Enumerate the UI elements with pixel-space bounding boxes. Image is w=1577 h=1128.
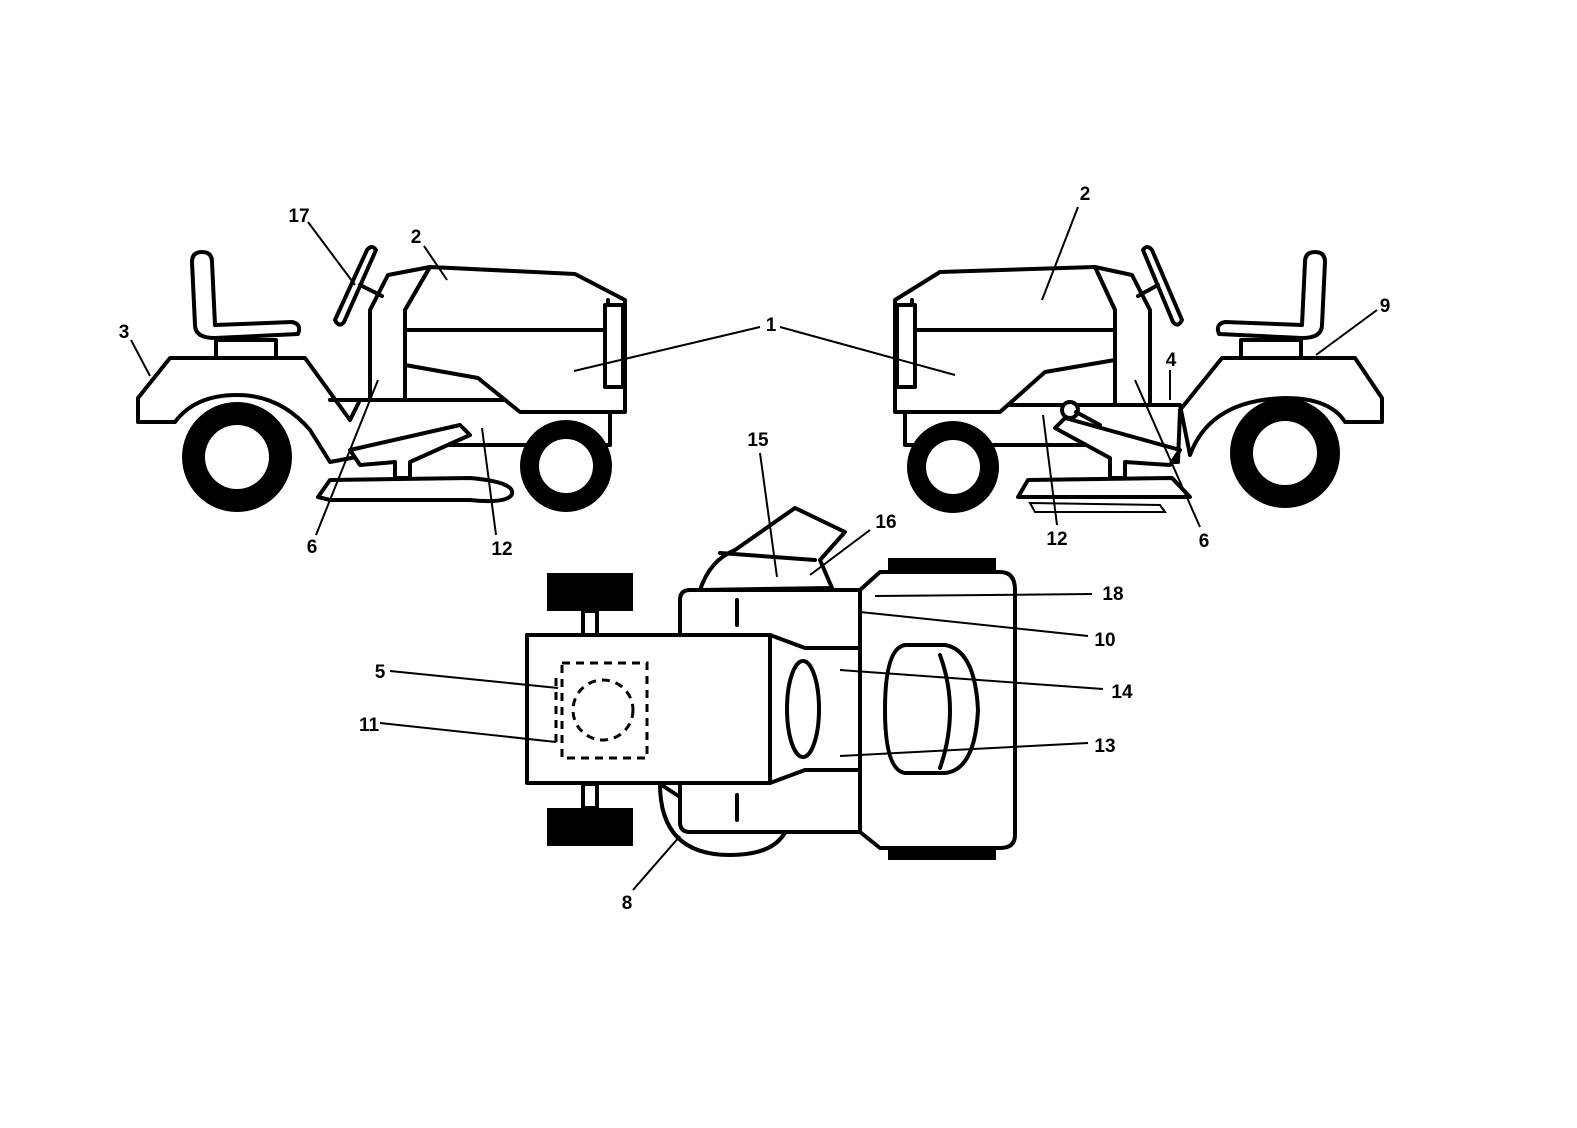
callout-14: 14 <box>1111 682 1133 703</box>
callout-13: 13 <box>1094 736 1115 757</box>
right-hood <box>893 265 1117 414</box>
callout-8: 8 <box>622 893 633 914</box>
callout-5: 5 <box>375 662 386 683</box>
leader-6-left <box>315 379 379 536</box>
tractor-right-side-view <box>893 245 1384 513</box>
leader-1-right <box>779 326 956 376</box>
top-front-axle-top <box>581 609 599 637</box>
left-hood <box>403 265 627 414</box>
left-seat <box>190 250 302 340</box>
callout-3: 3 <box>119 322 130 343</box>
callout-labels: 17 2 3 6 12 1 2 9 4 12 6 15 16 18 10 14 … <box>119 184 1391 914</box>
leader-18 <box>874 593 1093 597</box>
top-seat-curve <box>938 653 952 770</box>
callout-10: 10 <box>1094 630 1115 651</box>
top-front-wheel-bottom <box>547 808 633 846</box>
callout-9: 9 <box>1380 296 1391 317</box>
left-front-wheel-hub <box>539 439 593 493</box>
leader-2-left <box>423 245 448 281</box>
leader-6-right <box>1134 379 1201 528</box>
leader-16 <box>809 529 871 576</box>
callout-15: 15 <box>747 430 769 451</box>
right-seat-base <box>1239 338 1303 360</box>
leader-3 <box>130 339 151 377</box>
callout-6-left: 6 <box>307 537 318 558</box>
right-front-wheel-hub <box>926 440 980 494</box>
left-rear-wheel-hub <box>205 425 269 489</box>
left-seat-base <box>214 338 278 360</box>
tractor-top-view <box>525 506 1017 860</box>
left-lift-lever <box>348 423 472 480</box>
leader-8 <box>632 835 681 891</box>
leader-lines <box>130 206 1378 891</box>
callout-17: 17 <box>288 206 309 227</box>
leader-2-right <box>1041 206 1079 301</box>
leader-12-right <box>1042 414 1058 526</box>
right-lift-lever <box>1053 416 1182 480</box>
right-seat <box>1215 250 1327 340</box>
leader-9 <box>1315 309 1378 356</box>
leader-14 <box>839 669 1104 690</box>
right-steering-wheel <box>1141 245 1184 327</box>
leader-13 <box>839 742 1089 757</box>
left-mower-deck <box>316 476 515 504</box>
left-steering-wheel <box>333 245 378 327</box>
leader-12-left <box>481 427 497 536</box>
callout-18: 18 <box>1102 584 1123 605</box>
right-key-stem <box>1074 410 1102 427</box>
callout-1: 1 <box>766 315 777 336</box>
top-front-wheel-top <box>547 573 633 611</box>
tractor-left-side-view <box>136 245 627 512</box>
callout-2-left: 2 <box>411 227 422 248</box>
right-deck-edge <box>1028 501 1167 513</box>
top-seat <box>883 643 980 775</box>
top-engine-outline <box>560 661 649 760</box>
top-chute-line <box>718 551 817 562</box>
right-mower-deck <box>1016 476 1192 499</box>
top-rear-wheel-top <box>888 558 996 572</box>
left-steering-column <box>358 283 384 298</box>
callout-12-left: 12 <box>491 539 512 560</box>
leader-17 <box>307 221 356 286</box>
leader-1-left <box>573 326 761 372</box>
callout-12-right: 12 <box>1046 529 1067 550</box>
callout-2-right: 2 <box>1080 184 1091 205</box>
right-key-knob <box>1060 400 1080 420</box>
top-front-axle-bottom <box>581 782 599 810</box>
leader-10 <box>859 611 1089 637</box>
callout-4: 4 <box>1166 350 1177 371</box>
leader-15 <box>759 452 778 578</box>
right-steering-column <box>1136 283 1160 298</box>
callout-6-right: 6 <box>1199 531 1210 552</box>
callout-11: 11 <box>359 715 380 736</box>
leader-11 <box>379 722 557 743</box>
callout-16: 16 <box>875 512 896 533</box>
left-grille <box>603 303 625 389</box>
leader-5 <box>389 670 559 689</box>
top-steering-wheel <box>785 659 821 759</box>
right-grille <box>895 303 917 389</box>
top-engine-circle <box>571 678 635 742</box>
right-rear-wheel-hub <box>1253 421 1317 485</box>
